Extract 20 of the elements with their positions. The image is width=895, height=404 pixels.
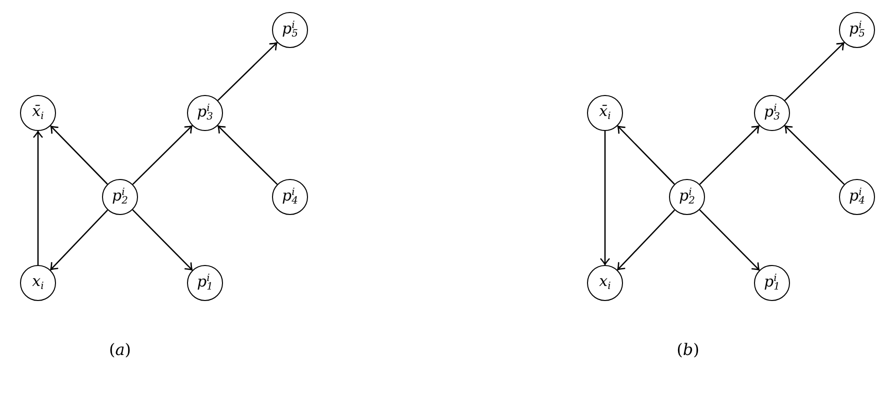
circle-node xyxy=(20,265,56,301)
circle-node xyxy=(839,12,875,48)
circle-node xyxy=(754,265,790,301)
circle-node xyxy=(20,95,56,131)
circle-node xyxy=(272,179,308,215)
node-label: x$_{i}$ xyxy=(32,274,44,292)
circle-node xyxy=(187,265,223,301)
panel-caption: (a) xyxy=(108,342,132,358)
node-label: x̄$_{i}$ xyxy=(32,104,44,122)
circle-node xyxy=(754,95,790,131)
circle-node xyxy=(587,265,623,301)
circle-node xyxy=(587,95,623,131)
panel-caption: (b) xyxy=(676,342,700,358)
circle-node xyxy=(669,179,705,215)
node-label: x̄$_{i}$ xyxy=(599,104,611,122)
circle-node xyxy=(839,179,875,215)
circle-node xyxy=(187,95,223,131)
circle-node xyxy=(102,179,138,215)
node-label: x$_{i}$ xyxy=(599,274,611,292)
circle-node xyxy=(272,12,308,48)
